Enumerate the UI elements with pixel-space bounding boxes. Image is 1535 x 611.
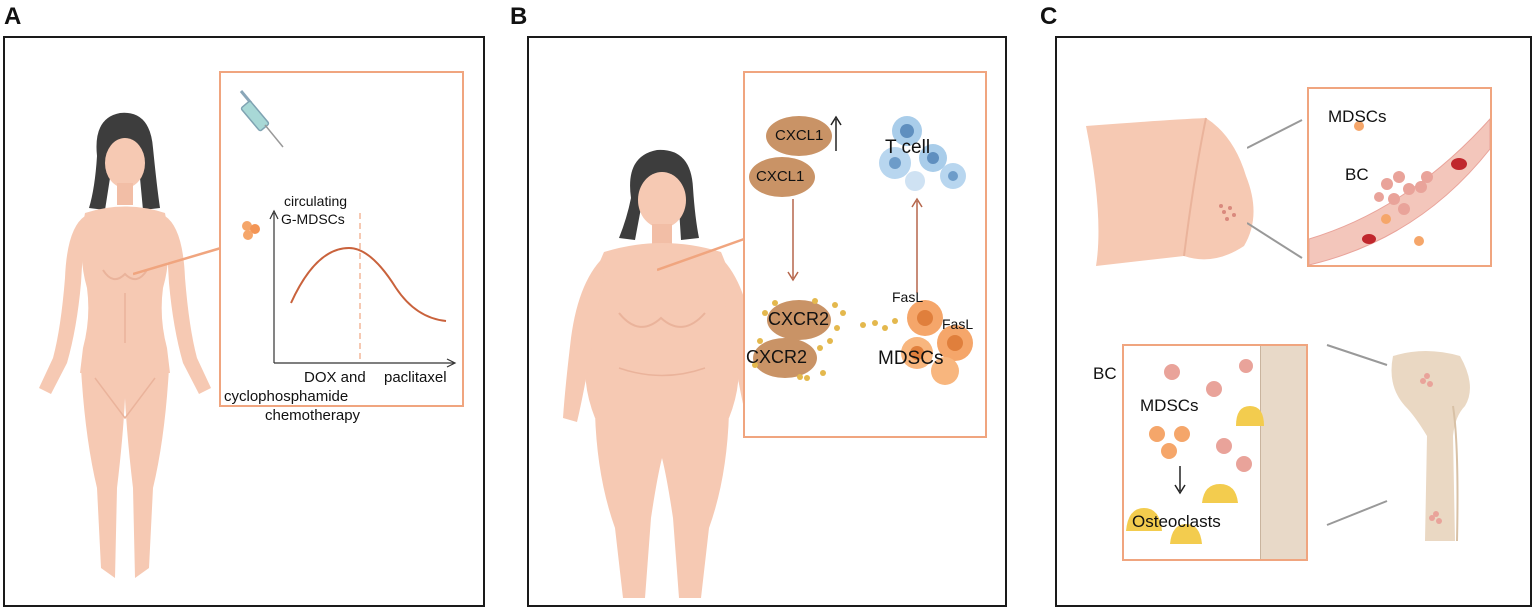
panel-letter-a: A [4,3,22,30]
panel-b-inset: CXCL1 CXCL1 T cell CXCR2 CXCR2 FasL FasL… [743,71,987,438]
label-circulating: circulating [284,193,348,209]
osteoclast-icon [1126,406,1264,544]
bc-cell-icon [1164,359,1253,472]
label-cxcl1-bottom: CXCL1 [756,168,805,185]
label-osteoclasts: Osteoclasts [1132,512,1221,531]
label-cxcr2-top: CXCR2 [768,309,830,329]
label-bc-top: BC [1345,165,1369,184]
label-dox-1: DOX and [304,369,366,386]
mdsc-cluster-icon [242,221,260,240]
label-g-mdscs: G-MDSCs [281,211,345,227]
line-chart [269,209,457,368]
label-tcell: T cell [885,137,931,158]
mdsc-cluster-icon [1149,426,1190,459]
connector-line [657,236,748,272]
label-mdscs: MDSCs [878,348,944,369]
panel-c: MDSCs BC BC MDSCs Osteoclasts [1055,36,1532,607]
label-dox-2: cyclophosphamide [224,388,349,405]
panel-letter-c: C [1040,3,1058,30]
vessel-icon [1309,118,1490,265]
bone-microenv-diagram [1126,359,1264,544]
label-mdscs-top: MDSCs [1328,107,1387,126]
connector-lines-bottom [1326,344,1388,526]
panel-c-bone-inset: BC MDSCs Osteoclasts [1093,344,1308,561]
mdsc-cluster-icon [901,300,973,385]
pathway-diagram [749,115,973,385]
panel-b: CXCL1 CXCL1 T cell CXCR2 CXCR2 FasL FasL… [527,36,1007,607]
breast-tissue-icon [1086,117,1254,266]
label-cxcr2-bottom: CXCR2 [746,347,808,367]
woman-figure-icon [39,112,211,578]
panel-letter-b: B [510,3,528,30]
label-paclitaxel: paclitaxel [384,369,447,386]
label-fasl-left: FasL [892,289,924,305]
label-mdscs-bottom: MDSCs [1140,396,1199,415]
bc-cell-icon [1374,171,1433,215]
panel-a: circulating G-MDSCs DOX and cyclophospha… [3,36,485,607]
panel-a-inset: circulating G-MDSCs DOX and cyclophospha… [219,71,464,424]
label-cxcl1-top: CXCL1 [775,127,824,144]
connector-lines-top [1247,119,1303,259]
panel-c-vessel-inset: MDSCs BC [1307,87,1492,267]
bone-icon [1391,351,1470,542]
label-dox-3: chemotherapy [265,407,361,424]
syringe-icon [239,90,284,148]
label-fasl-right: FasL [942,316,974,332]
bone-surface [1260,346,1306,559]
tcell-icon [879,116,966,191]
connector-line [133,246,222,276]
label-bc-bottom: BC [1093,364,1117,383]
